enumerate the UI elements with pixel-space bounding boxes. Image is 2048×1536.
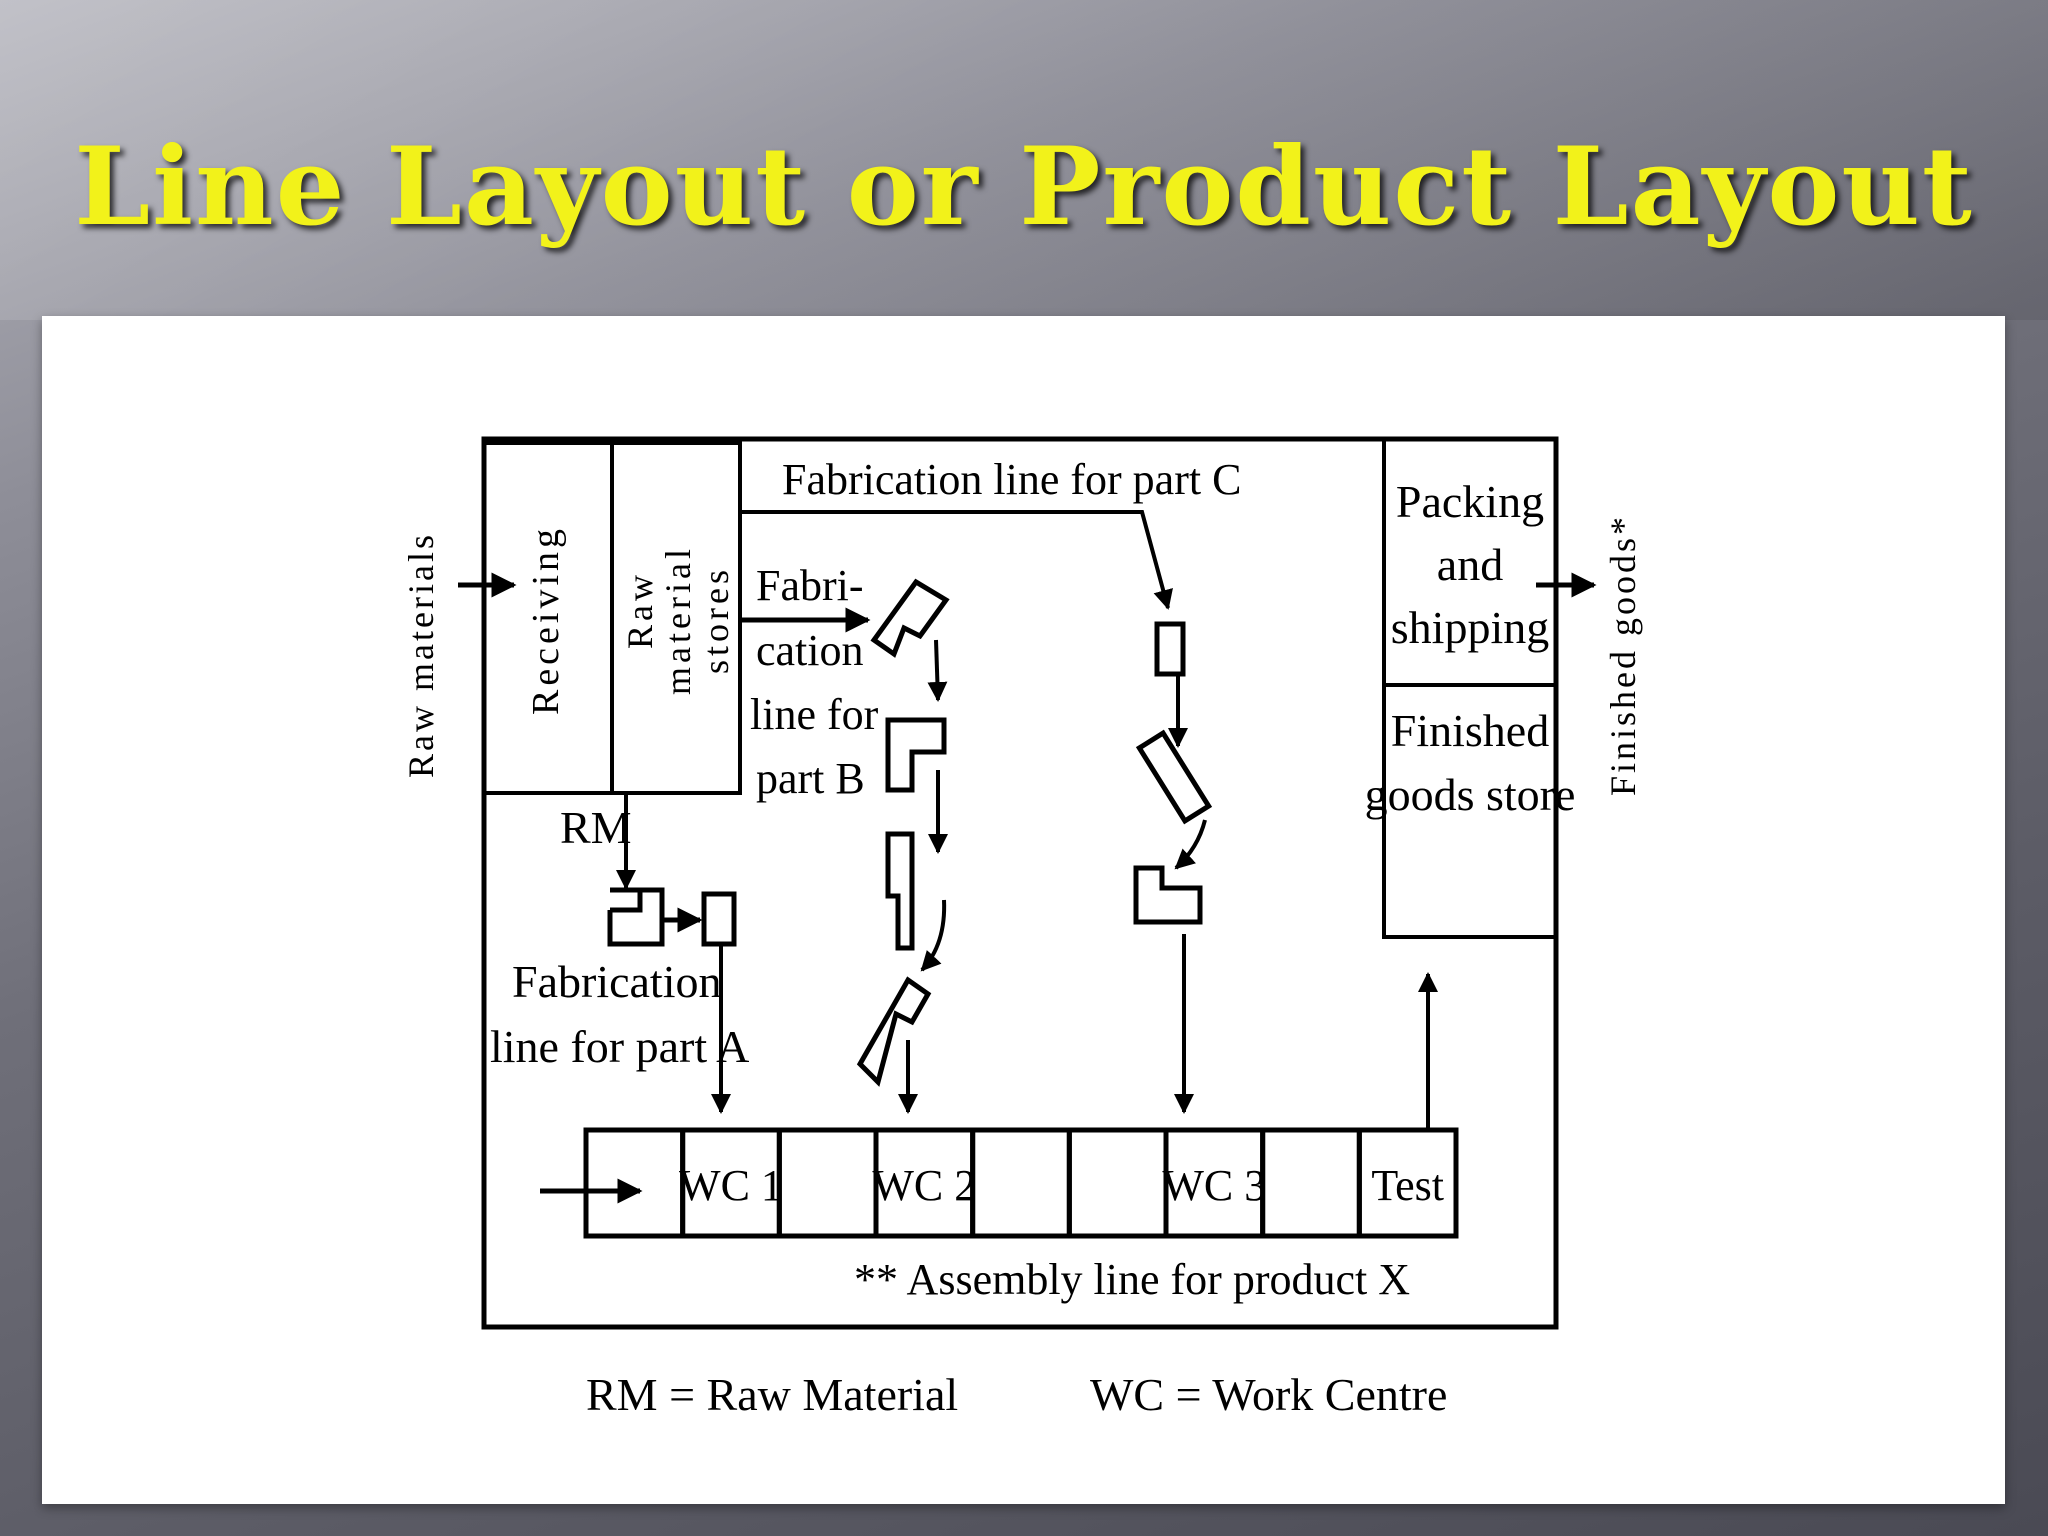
assembly-cell — [1066, 1127, 1169, 1239]
part-a-station-2 — [701, 891, 737, 947]
part-c-station-3 — [1133, 865, 1203, 925]
slide-title: Line Layout or Product Layout — [74, 124, 1974, 250]
receiving-label: Receiving — [525, 525, 567, 715]
part-b-label-2: cation — [756, 626, 864, 675]
part-b-label-4: part B — [756, 754, 865, 803]
packing-label-2: and — [1437, 539, 1503, 590]
assembly-cell-label: WC 2 — [872, 1161, 976, 1210]
packing-label-3: shipping — [1391, 602, 1549, 653]
header-background — [0, 0, 2048, 320]
part-b-label-3: line for — [750, 690, 879, 739]
part-a-label-1: Fabrication — [512, 956, 722, 1007]
part-a-station-1 — [607, 887, 665, 947]
part-c-feed-line — [740, 510, 1173, 610]
assembly-cell-label: WC 1 — [679, 1161, 783, 1210]
part-b-station-4 — [856, 976, 932, 1087]
part-a-label-2: line for part A — [490, 1021, 749, 1072]
assembly-cell — [776, 1127, 879, 1239]
raw-material-stores-area — [610, 441, 742, 795]
raw-material-stores-label-2: material — [658, 545, 698, 695]
part-c-label: Fabrication line for part C — [782, 455, 1241, 504]
part-c-station-1 — [1154, 621, 1186, 677]
assembly-cell — [1260, 1127, 1362, 1239]
assembly-cell — [970, 1127, 1072, 1239]
assembly-cell — [1356, 1127, 1459, 1239]
rm-label: RM — [560, 802, 632, 853]
part-b-station-2 — [885, 717, 947, 793]
legend-rm: RM = Raw Material — [586, 1369, 958, 1420]
assembly-cell-label: Test — [1371, 1161, 1444, 1210]
packing-label-1: Packing — [1396, 476, 1544, 527]
raw-material-stores-label-1: Raw — [620, 571, 660, 649]
part-b-arrow-1 — [927, 639, 948, 702]
finished-store-label-2: goods store — [1365, 769, 1576, 820]
part-b-label-1: Fabri- — [756, 561, 864, 610]
assembly-cell — [583, 1127, 686, 1239]
finished-goods-store-area — [1382, 683, 1558, 939]
assembly-cell-label: WC 3 — [1162, 1161, 1266, 1210]
assembly-line: WC 1 WC 2 WC 3 Test — [583, 1127, 1459, 1239]
part-a-station-1b — [610, 890, 643, 913]
assembly-caption: ** Assembly line for product X — [854, 1255, 1410, 1304]
part-c-arrow-2 — [1174, 819, 1207, 870]
part-b-arrow-3 — [920, 899, 947, 972]
legend-wc: WC = Work Centre — [1090, 1369, 1447, 1420]
part-c-station-2 — [1135, 729, 1213, 825]
raw-material-stores-label-3: stores — [696, 566, 736, 674]
part-b-station-1 — [870, 578, 950, 658]
raw-materials-label: Raw materials — [401, 532, 441, 778]
finished-store-label-1: Finished — [1391, 705, 1549, 756]
finished-goods-label: Finished goods* — [1603, 514, 1643, 796]
part-b-station-3 — [885, 831, 915, 951]
